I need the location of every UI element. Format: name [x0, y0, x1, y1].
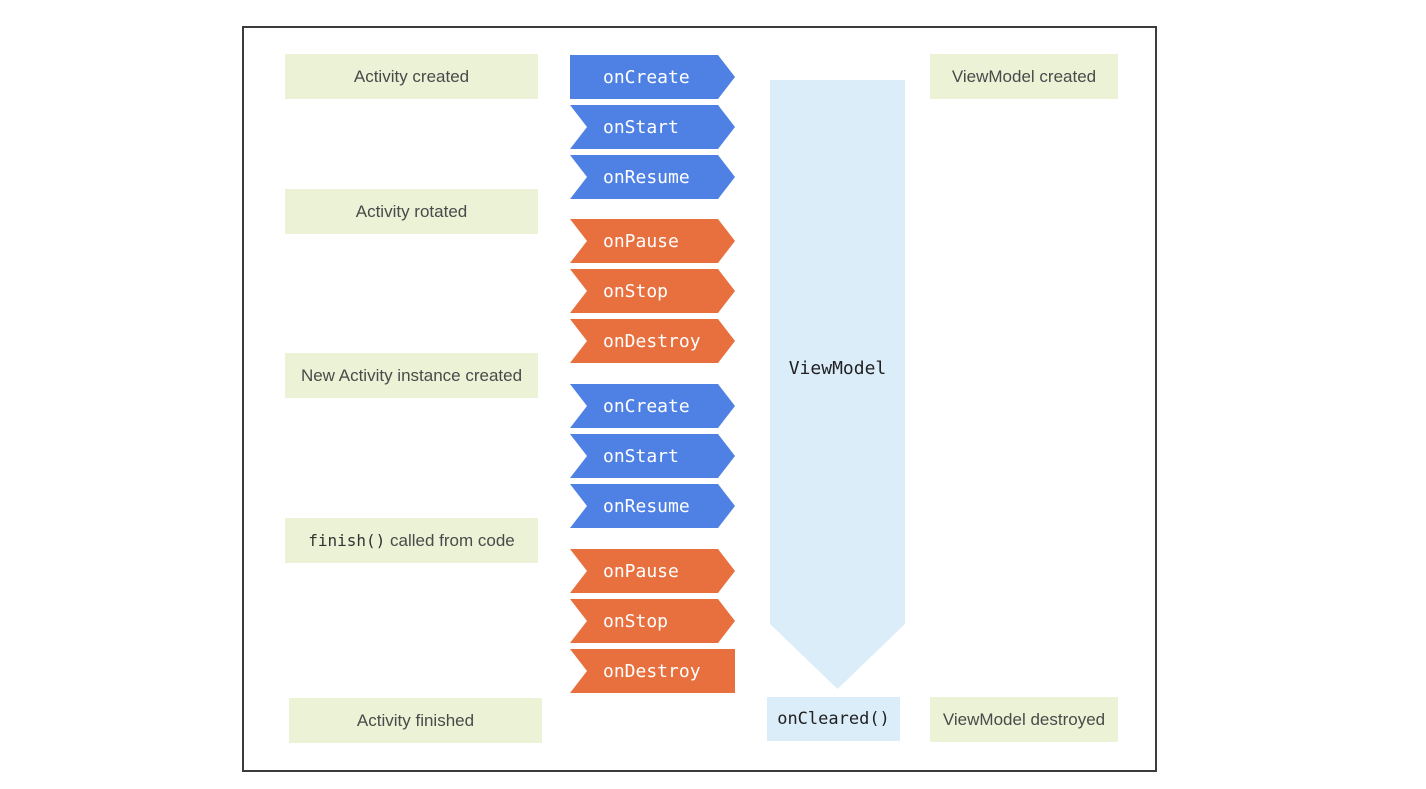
callback-label: onCreate — [603, 395, 690, 417]
event-activity-rotated-label: Activity rotated — [355, 201, 468, 221]
callback-oncreate-2: onCreate — [570, 384, 735, 428]
event-finish-called: finish() called from code — [285, 518, 538, 563]
callback-onstart-2: onStart — [570, 434, 735, 478]
callback-onstop-1: onStop — [570, 269, 735, 313]
event-activity-created: Activity created — [285, 54, 538, 99]
event-viewmodel-destroyed-label: ViewModel destroyed — [942, 709, 1106, 729]
oncleared-label: onCleared() — [777, 709, 890, 729]
event-viewmodel-destroyed: ViewModel destroyed — [930, 697, 1118, 742]
callback-label: onStart — [603, 116, 679, 138]
event-activity-rotated: Activity rotated — [285, 189, 538, 234]
callback-label: onCreate — [603, 66, 690, 88]
callback-onpause-1: onPause — [570, 219, 735, 263]
viewmodel-scope-arrow — [770, 80, 905, 689]
callback-label: onResume — [603, 166, 690, 188]
callback-onstop-2: onStop — [570, 599, 735, 643]
event-new-instance-label: New Activity instance created — [300, 365, 523, 385]
finish-text-label: called from code — [385, 530, 515, 550]
callback-label: onDestroy — [603, 660, 701, 682]
callback-onpause-2: onPause — [570, 549, 735, 593]
event-activity-finished-label: Activity finished — [356, 710, 475, 730]
callback-label: onPause — [603, 230, 679, 252]
callback-label: onPause — [603, 560, 679, 582]
callback-label: onStop — [603, 280, 669, 302]
event-activity-created-label: Activity created — [353, 66, 470, 86]
callback-label: onResume — [603, 495, 690, 517]
callback-ondestroy-2: onDestroy — [570, 649, 735, 693]
callback-label: onStop — [603, 610, 669, 632]
event-viewmodel-created: ViewModel created — [930, 54, 1118, 99]
event-activity-finished: Activity finished — [289, 698, 542, 743]
viewmodel-label: ViewModel — [788, 358, 887, 379]
callback-onstart-1: onStart — [570, 105, 735, 149]
callback-ondestroy-1: onDestroy — [570, 319, 735, 363]
callback-label: onDestroy — [603, 330, 701, 352]
oncleared-box: onCleared() — [767, 697, 900, 741]
finish-code-label: finish() — [308, 531, 386, 550]
callback-onresume-2: onResume — [570, 484, 735, 528]
event-new-instance: New Activity instance created — [285, 353, 538, 398]
callback-onresume-1: onResume — [570, 155, 735, 199]
callback-oncreate-1: onCreate — [570, 55, 735, 99]
callback-label: onStart — [603, 445, 679, 467]
event-viewmodel-created-label: ViewModel created — [951, 66, 1097, 86]
